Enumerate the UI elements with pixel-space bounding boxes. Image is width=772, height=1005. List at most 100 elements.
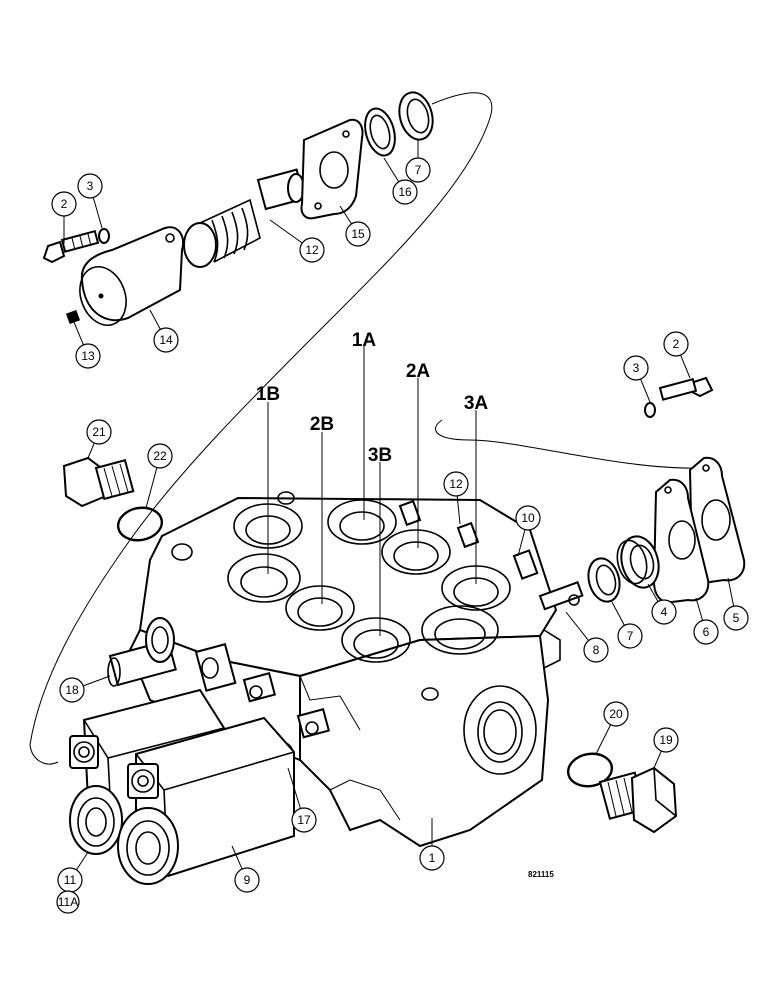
- callout-circle: [86, 419, 112, 445]
- port-label-3A: 3A: [464, 393, 489, 414]
- callout-circle: [299, 237, 325, 263]
- plug-part-21: [62, 456, 135, 508]
- callout-circle: [693, 619, 719, 645]
- callout-number: 10: [521, 511, 535, 525]
- bushing-part-4: [616, 535, 660, 589]
- callout-leader-c14: [149, 309, 161, 330]
- o-ring-part-20: [566, 752, 614, 788]
- bolt-part-2-right: [658, 376, 714, 401]
- callout-leader-c21: [87, 442, 95, 459]
- callout-number: 22: [153, 449, 167, 463]
- port-leaders: [267, 346, 477, 636]
- callout-leader-c12a: [269, 219, 303, 244]
- washer-part-3-top: [98, 228, 110, 244]
- o-ring-part-22: [116, 506, 164, 542]
- callout-leader-c16: [383, 157, 400, 183]
- callout-circle: [59, 677, 85, 703]
- callout-number: 21: [92, 425, 106, 439]
- callout-circle: [515, 505, 541, 531]
- callout-circle: [443, 471, 469, 497]
- callout-leader-c3a: [92, 197, 103, 229]
- callout-number: 11A: [58, 895, 78, 909]
- bellows-boot-part-12-top: [183, 168, 306, 268]
- callout-leader-c7b: [611, 601, 625, 626]
- callout-leader-c11: [76, 851, 89, 871]
- callout-leader-c8: [565, 611, 589, 641]
- bolt-part-2-top: [42, 229, 100, 264]
- callout-c20: 20: [603, 701, 629, 727]
- port-boss-2B: [285, 585, 355, 631]
- callout-number: 5: [733, 611, 740, 625]
- callout-circle: [419, 845, 445, 871]
- callout-c7b: 7: [617, 623, 643, 649]
- callout-c17: 17: [291, 807, 317, 833]
- callout-c21: 21: [86, 419, 112, 445]
- seal-part-7-top: [398, 91, 434, 141]
- callout-number: 15: [351, 227, 365, 241]
- callout-c9: 9: [234, 867, 260, 893]
- assembly-path-line-right: [434, 419, 701, 469]
- seal-ring-part-16: [364, 107, 396, 157]
- washer-part-3-right: [644, 402, 656, 418]
- callout-circle: [723, 605, 749, 631]
- callout-circle: [651, 599, 677, 625]
- callout-number: 3: [633, 361, 640, 375]
- callout-c13: 13: [75, 343, 101, 369]
- callout-leader-c2b: [680, 354, 691, 379]
- callout-circle: [623, 355, 649, 381]
- port-boss-side: [421, 605, 499, 655]
- callout-c18: 18: [59, 677, 85, 703]
- callout-circle: [291, 807, 317, 833]
- spool-end-fitting-upper: [194, 643, 237, 692]
- callout-circle: [147, 443, 173, 469]
- callout-circle: [617, 623, 643, 649]
- callout-c8: 8: [583, 637, 609, 663]
- solenoid-coil-part-9: [117, 708, 331, 885]
- callout-circle: [663, 331, 689, 357]
- callout-circle: [345, 221, 371, 247]
- callout-number: 4: [661, 605, 668, 619]
- callout-number: 9: [244, 873, 251, 887]
- callout-number: 8: [593, 643, 600, 657]
- callout-leader-c5: [727, 577, 735, 607]
- end-cap-housing-part-14: [79, 226, 184, 326]
- callout-leaders: [63, 140, 735, 871]
- set-screw-part-13: [65, 309, 81, 325]
- callout-c11a: 11A: [56, 890, 80, 914]
- callout-leader-c4: [647, 583, 659, 602]
- callout-c15: 15: [345, 221, 371, 247]
- callout-circle: [51, 191, 77, 217]
- callout-c16: 16: [392, 179, 418, 205]
- callout-number: 14: [159, 333, 173, 347]
- callout-circle: [77, 173, 103, 199]
- callout-c2a: 2: [51, 191, 77, 217]
- callout-leader-c18: [83, 675, 111, 687]
- callout-number: 1: [429, 851, 436, 865]
- flange-plate-part-15: [300, 118, 364, 220]
- callout-leader-c10: [517, 529, 526, 557]
- callout-number: 17: [297, 813, 311, 827]
- callout-c4: 4: [651, 599, 677, 625]
- port-boss-2A: [381, 529, 451, 575]
- callout-number: 18: [65, 683, 79, 697]
- callout-number: 11: [64, 873, 77, 887]
- seal-part-7-right: [587, 557, 621, 603]
- callout-number: 12: [449, 477, 463, 491]
- callout-leader-c22: [145, 467, 158, 509]
- callout-c12b: 12: [443, 471, 469, 497]
- callout-circle: [56, 890, 80, 914]
- assembly-path-line: [29, 92, 493, 765]
- callout-circle: [392, 179, 418, 205]
- callout-c3a: 3: [77, 173, 103, 199]
- callout-leader-c19: [653, 750, 662, 769]
- callout-leader-c6: [695, 597, 704, 621]
- callout-leader-c15: [339, 205, 352, 225]
- callout-c6: 6: [693, 619, 719, 645]
- callout-c5: 5: [723, 605, 749, 631]
- flange-plate-part-6: [652, 478, 710, 604]
- callout-number: 7: [415, 163, 422, 177]
